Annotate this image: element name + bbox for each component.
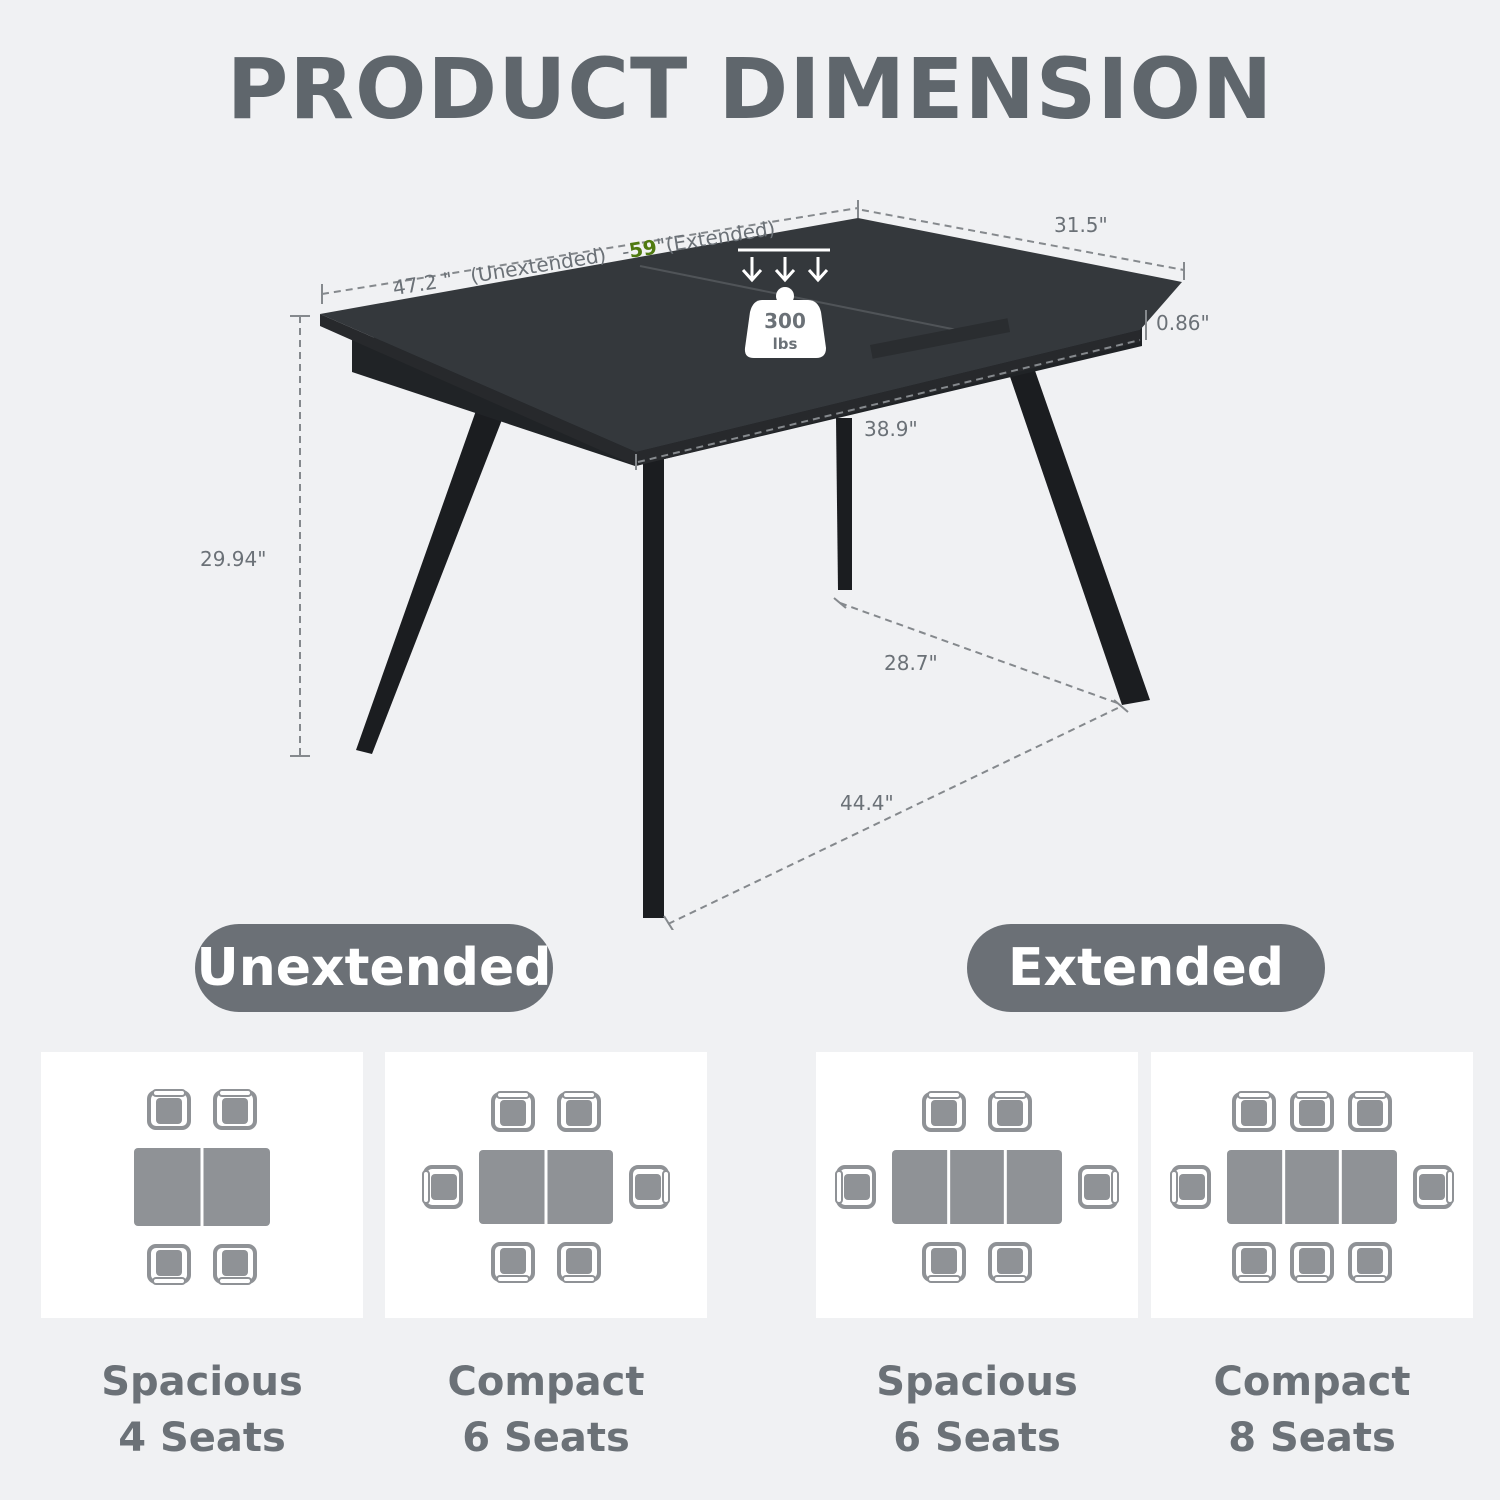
chair-icon (988, 1242, 1032, 1283)
table-top-icon (892, 1150, 1062, 1224)
table-top-icon (134, 1148, 270, 1226)
caption-line1: Spacious (876, 1359, 1078, 1405)
layout-card-spacious-6 (816, 1052, 1138, 1318)
leg-width-label: 28.7" (884, 651, 938, 675)
leg-length-label: 44.4" (840, 791, 894, 815)
load-icon: 300 lbs (738, 248, 830, 358)
width-label: 31.5" (1054, 213, 1108, 237)
chair-icon (213, 1089, 257, 1130)
caption-spacious-6: Spacious 6 Seats (816, 1354, 1138, 1466)
layout-card-compact-8 (1151, 1052, 1473, 1318)
extended-badge: Extended (967, 924, 1325, 1012)
thickness-label: 0.86" (1156, 311, 1210, 335)
chair-icon (1348, 1242, 1392, 1283)
caption-spacious-4: Spacious 4 Seats (41, 1354, 363, 1466)
caption-line1: Spacious (101, 1359, 303, 1405)
chair-icon (922, 1242, 966, 1283)
chair-icon (147, 1089, 191, 1130)
chair-icon (1290, 1091, 1334, 1132)
table-top-icon (479, 1150, 613, 1224)
load-unit: lbs (773, 335, 798, 353)
apron-length-label: 38.9" (864, 417, 918, 441)
chair-icon (922, 1091, 966, 1132)
caption-line2: 4 Seats (118, 1415, 286, 1461)
chair-icon (147, 1244, 191, 1285)
dimension-lines (299, 207, 1185, 925)
caption-line2: 6 Seats (462, 1415, 630, 1461)
chair-icon (988, 1091, 1032, 1132)
table-legs (356, 362, 1150, 918)
page-title: PRODUCT DIMENSION (226, 40, 1274, 138)
chair-icon (835, 1165, 876, 1209)
chair-icon (491, 1242, 535, 1283)
caption-compact-6: Compact 6 Seats (385, 1354, 707, 1466)
load-value: 300 (764, 309, 806, 333)
unextended-badge: Unextended (195, 924, 553, 1012)
caption-line2: 6 Seats (893, 1415, 1061, 1461)
chair-icon (1232, 1242, 1276, 1283)
length-separator: - (620, 239, 631, 264)
chair-icon (1348, 1091, 1392, 1132)
chair-icon (422, 1165, 463, 1209)
table-top-icon (1227, 1150, 1397, 1224)
layout-card-spacious-4 (41, 1052, 363, 1318)
dimension-ticks (290, 200, 1185, 930)
chair-icon (1413, 1165, 1454, 1209)
chair-icon (1232, 1091, 1276, 1132)
chair-icon (557, 1242, 601, 1283)
chair-icon (629, 1165, 670, 1209)
chair-icon (557, 1091, 601, 1132)
caption-line1: Compact (447, 1359, 645, 1405)
chair-icon (1170, 1165, 1211, 1209)
caption-line1: Compact (1213, 1359, 1411, 1405)
layout-card-compact-6 (385, 1052, 707, 1318)
caption-compact-8: Compact 8 Seats (1151, 1354, 1473, 1466)
caption-line2: 8 Seats (1228, 1415, 1396, 1461)
product-illustration: 300 lbs 47.2 " (Unextended) -59"(Extende… (200, 200, 1210, 930)
height-label: 29.94" (200, 547, 266, 571)
chair-icon (213, 1244, 257, 1285)
chair-icon (1290, 1242, 1334, 1283)
chair-icon (491, 1091, 535, 1132)
length-extended-value: 59 (627, 235, 658, 263)
chair-icon (1078, 1165, 1119, 1209)
